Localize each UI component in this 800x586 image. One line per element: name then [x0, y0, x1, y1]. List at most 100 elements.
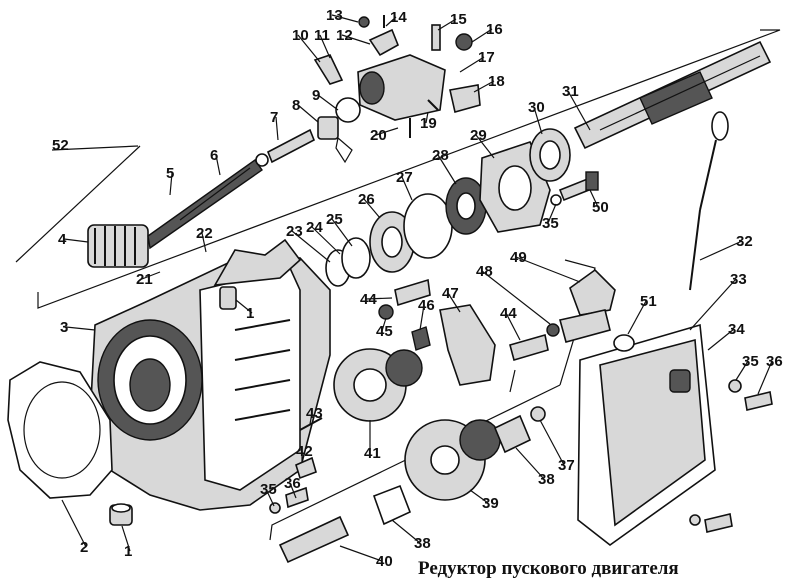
- leader-line-43: [309, 412, 313, 425]
- leader-line-15: [437, 18, 457, 31]
- leader-line-50: [589, 189, 599, 208]
- leader-line-37: [539, 419, 565, 466]
- part-label-36a: 36: [766, 353, 783, 370]
- leader-line-32: [699, 240, 743, 261]
- part-label-47: 47: [442, 285, 459, 302]
- leader-line-35c: [265, 488, 275, 507]
- part-label-17: 17: [478, 49, 495, 66]
- leader-line-14: [385, 16, 397, 27]
- leader-line-4: [63, 238, 89, 243]
- part-label-35a: 35: [542, 215, 559, 232]
- part-label-19: 19: [420, 115, 437, 132]
- gears: [333, 348, 501, 501]
- leader-line-19: [425, 111, 429, 124]
- bearing-stack: [325, 128, 571, 287]
- leader-line-35a: [547, 203, 557, 224]
- part-label-11: 11: [314, 27, 330, 44]
- bushings: [269, 406, 546, 564]
- part-label-52: 52: [52, 137, 69, 154]
- leader-line-1a: [235, 299, 253, 314]
- leader-line-9: [317, 94, 339, 111]
- part-label-38a: 38: [538, 471, 555, 488]
- gearbox-housing: [89, 238, 331, 511]
- leader-line-6: [215, 154, 221, 176]
- part-label-45: 45: [376, 323, 393, 340]
- leader-line-22: [201, 232, 207, 253]
- part-label-2: 2: [80, 539, 88, 556]
- part-label-9: 9: [312, 87, 320, 104]
- side-cover: [577, 323, 773, 546]
- part-label-4: 4: [58, 231, 67, 248]
- part-label-10: 10: [292, 27, 309, 44]
- part-label-23: 23: [286, 223, 303, 240]
- leader-line-31: [567, 90, 591, 131]
- part-label-48: 48: [476, 263, 493, 280]
- leader-line-10: [297, 34, 321, 63]
- diagram-caption: Редуктор пускового двигателя: [418, 558, 679, 579]
- part-label-46: 46: [418, 297, 435, 314]
- leader-line-44b: [505, 312, 521, 341]
- part-label-28: 28: [432, 147, 449, 164]
- part-label-25: 25: [326, 211, 343, 228]
- part-label-35c: 35: [260, 481, 277, 498]
- part-label-36b: 36: [284, 475, 301, 492]
- leader-line-7: [275, 116, 279, 141]
- part-label-20: 20: [370, 127, 387, 144]
- leader-line-44a: [365, 297, 393, 300]
- part-label-37: 37: [558, 457, 575, 474]
- leader-line-3: [65, 326, 96, 331]
- part-label-14: 14: [390, 9, 407, 26]
- bolt-50: [550, 171, 599, 206]
- leader-lines: [61, 14, 773, 562]
- part-label-7: 7: [270, 109, 278, 126]
- dipstick: [689, 111, 729, 291]
- part-label-49: 49: [510, 249, 527, 266]
- leader-line-2: [61, 499, 87, 548]
- part-label-40: 40: [376, 553, 393, 570]
- part-label-22: 22: [196, 225, 213, 242]
- part-label-41: 41: [364, 445, 381, 462]
- front-gasket: [7, 361, 113, 499]
- leader-line-29: [475, 134, 495, 159]
- part-label-15: 15: [450, 11, 467, 28]
- part-label-50: 50: [592, 199, 609, 216]
- part-label-31: 31: [562, 83, 579, 100]
- leader-line-38a: [515, 447, 545, 480]
- leader-line-27: [401, 176, 413, 201]
- leader-line-51: [627, 300, 647, 335]
- part-label-27: 27: [396, 169, 413, 186]
- part-label-5: 5: [166, 165, 174, 182]
- leader-line-35b: [735, 360, 749, 381]
- leader-line-48: [481, 270, 551, 325]
- part-label-1b: 1: [124, 543, 132, 560]
- part-label-51: 51: [640, 293, 657, 310]
- leader-line-5: [169, 172, 173, 196]
- part-label-21: 21: [136, 271, 153, 288]
- leader-line-17: [459, 56, 485, 73]
- leader-line-36b: [289, 482, 297, 499]
- leader-line-24: [311, 226, 341, 255]
- leader-line-23: [291, 230, 331, 263]
- leader-line-18: [473, 80, 495, 93]
- part-label-18: 18: [488, 73, 505, 90]
- leader-line-36a: [757, 360, 773, 395]
- part-label-29: 29: [470, 127, 487, 144]
- output-shaft: [573, 40, 772, 150]
- leader-line-45: [381, 317, 387, 332]
- leader-line-33: [689, 278, 737, 331]
- leader-line-20: [375, 127, 399, 136]
- part-label-44a: 44: [360, 291, 377, 308]
- lever-assembly: [313, 15, 481, 164]
- part-label-43: 43: [306, 405, 323, 422]
- part-label-8: 8: [292, 97, 300, 114]
- part-label-6: 6: [210, 147, 218, 164]
- part-label-44b: 44: [500, 305, 517, 322]
- leader-line-47: [447, 292, 461, 313]
- leader-line-49: [515, 256, 581, 283]
- part-label-34: 34: [728, 321, 745, 338]
- leader-line-40: [339, 545, 383, 562]
- leader-line-46: [419, 304, 425, 331]
- shift-forks: [378, 268, 635, 386]
